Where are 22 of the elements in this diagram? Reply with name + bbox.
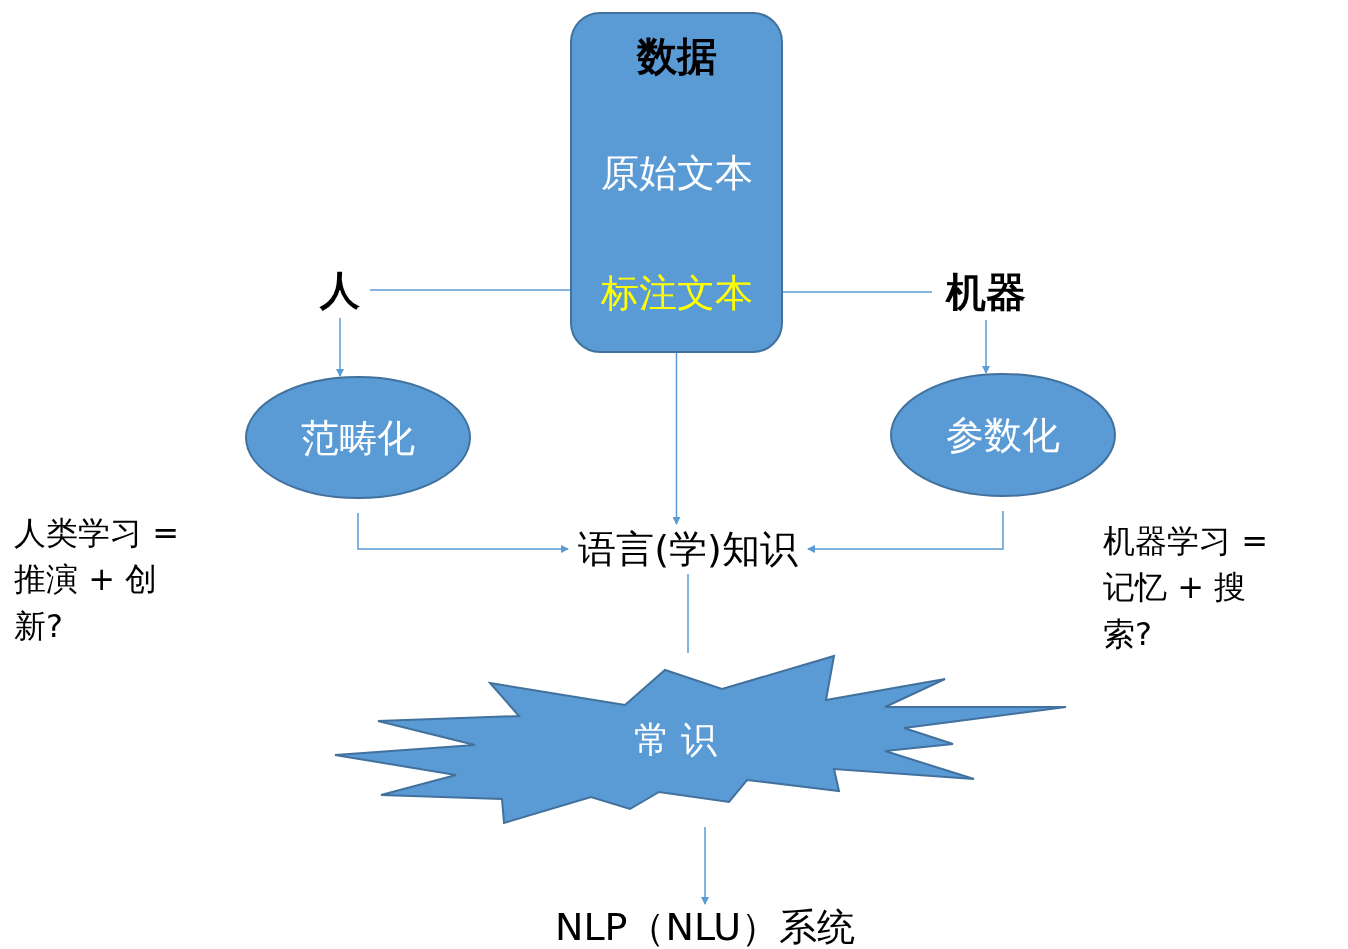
box-text: 数据 — [635, 36, 718, 76]
machine-label: 机器 — [946, 272, 1026, 312]
connector-line — [687, 573, 689, 654]
arrow — [672, 352, 681, 525]
note-text: 机器学习 = 记忆 + 搜索? — [1103, 521, 1269, 655]
connector-line — [369, 289, 571, 291]
knowledge-label: 语言(学)知识 — [578, 530, 798, 568]
connector-line — [782, 291, 933, 293]
data-box — [570, 12, 783, 353]
human-label: 人 — [320, 270, 360, 310]
arrow — [701, 826, 709, 905]
shape-text: 参数化 — [946, 416, 1060, 454]
arrow — [807, 510, 1004, 553]
arrow — [336, 317, 344, 377]
note-text: 人类学习 = 推演 + 创新? — [14, 513, 180, 647]
shape-text: 范畴化 — [301, 418, 415, 457]
box-text: 原始文本 — [599, 154, 754, 192]
system-label: NLP（NLU）系统 — [555, 907, 855, 946]
box-text: 标注文本 — [599, 274, 754, 312]
arrow — [982, 319, 990, 374]
arrow — [357, 512, 569, 553]
shape-text: 常 识 — [633, 722, 718, 758]
